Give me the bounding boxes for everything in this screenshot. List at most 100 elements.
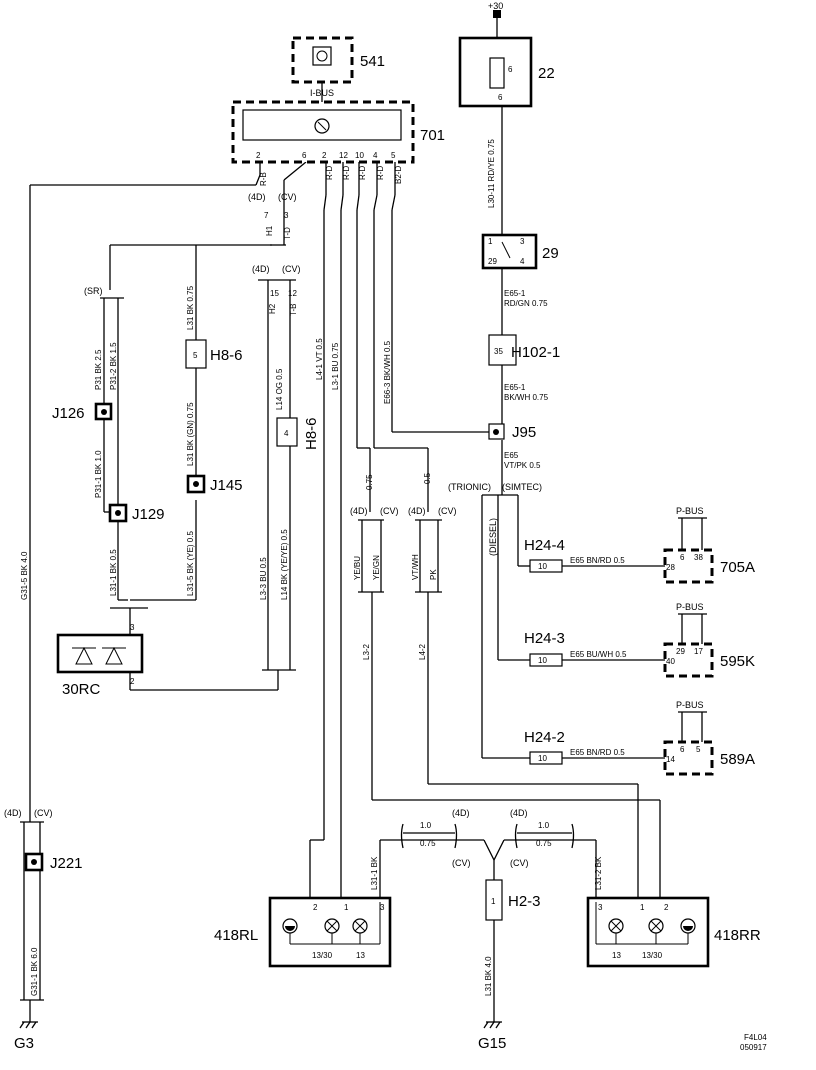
pin-705a-6: 6 (680, 553, 685, 562)
label-4d-right-g15: (4D) (510, 808, 528, 818)
label-h2-3: H2-3 (508, 893, 541, 910)
label-cv-mid: (CV) (282, 264, 301, 274)
label-cv-left-g15: (CV) (452, 858, 471, 868)
connector-h8-6-right (276, 417, 298, 447)
wire-05-a: 0.5 (423, 472, 432, 484)
wire-l31-bk-gn: L31 BK (GN) 0.75 (186, 402, 195, 466)
module-595k (663, 642, 714, 678)
pin-701-5: 5 (391, 151, 396, 160)
pin-h2-12: 12 (288, 289, 297, 298)
label-4d-g3: (4D) (4, 808, 22, 818)
pin-418rr-3: 3 (598, 903, 603, 912)
label-589a: 589A (720, 751, 755, 768)
ground-symbols (19, 1021, 502, 1029)
pin-418rl-13: 13 (356, 951, 365, 960)
label-h24-4: H24-4 (524, 537, 565, 554)
label-g15: G15 (478, 1035, 506, 1052)
wire-e65-1-a: E65-1 (504, 289, 526, 298)
wire-p31: P31 BK 2.5 (94, 349, 103, 390)
pin-418rr-13: 13 (612, 951, 621, 960)
wire-pk: PK (429, 569, 438, 580)
label-h24-2: H24-2 (524, 729, 565, 746)
label-simtec: (SIMTEC) (502, 482, 542, 492)
label-cv-top: (CV) (278, 192, 297, 202)
pin-h1-3: 3 (284, 211, 289, 220)
label-j126: J126 (52, 405, 85, 422)
label-4d-mid: (4D) (252, 264, 270, 274)
wire-e66-3: E66-3 BK/WH 0.5 (383, 340, 392, 404)
label-701: 701 (420, 127, 445, 144)
pin-418rr-2: 2 (664, 903, 669, 912)
wire-rd1: R-D (325, 166, 334, 180)
wire-l31-g15: L31 BK 4.0 (484, 956, 493, 996)
label-4d-vt: (4D) (408, 506, 426, 516)
connector-h102-1 (488, 334, 517, 366)
module-589a (663, 740, 714, 776)
wire-l14-bk: L14 BK (YE/YE) 0.5 (280, 529, 289, 600)
wire-g31-1: G31-1 BK 6.0 (30, 947, 39, 996)
splice-h2-3 (485, 879, 503, 921)
label-4d-left-g15: (4D) (452, 808, 470, 818)
wire-rb: R-B (259, 172, 268, 186)
label-705a: 705A (720, 559, 755, 576)
pin-29-3: 3 (520, 237, 525, 246)
wire-vtwh: VT/WH (411, 554, 420, 580)
footer-code-2: 050917 (740, 1043, 767, 1052)
pin-595k-29: 29 (676, 647, 685, 656)
wire-e65-bnrd-2: E65 BN/RD 0.5 (570, 748, 625, 757)
pin-418rr-1330: 13/30 (642, 951, 663, 960)
pin-418rl-2: 2 (313, 903, 318, 912)
wires (20, 10, 707, 1022)
label-j145: J145 (210, 477, 243, 494)
pin-418rl-3: 3 (380, 903, 385, 912)
wire-td: T-D (283, 227, 292, 240)
switch-30rc (56, 633, 144, 674)
wire-size-075-left: 0.75 (420, 839, 436, 848)
label-diesel: (DIESEL) (488, 518, 498, 556)
connector-h8-6-left (185, 339, 207, 369)
wire-e65-1-c: E65-1 (504, 383, 526, 392)
wire-l3-2: L3-2 (362, 643, 371, 660)
pin-595k-17: 17 (694, 647, 703, 656)
label-30rc: 30RC (62, 681, 101, 698)
pin-h1-7: 7 (264, 211, 269, 220)
label-h102-1: H102-1 (511, 344, 560, 361)
wire-l4-1: L4-1 VT 0.5 (315, 338, 324, 380)
pin-705a-38: 38 (694, 553, 703, 562)
connector-h24-2 (529, 751, 563, 765)
wire-l31-bk: L31 BK 0.75 (186, 285, 195, 330)
wire-075-a: 0.75 (365, 474, 374, 490)
pin-589a-5: 5 (696, 745, 701, 754)
pin-701-2: 2 (256, 151, 261, 160)
wire-e65-b: VT/PK 0.5 (504, 461, 541, 470)
footer-code-1: F4L04 (744, 1033, 767, 1042)
module-705a (663, 548, 714, 584)
wire-e65-1-d: BK/WH 0.75 (504, 393, 549, 402)
wire-yegn: YE/GN (372, 555, 381, 580)
splice-j95-dot (493, 429, 499, 435)
splice-j129-dot (115, 510, 121, 516)
wire-b2d: B2-D (394, 166, 403, 184)
label-h8-6-left: H8-6 (210, 347, 243, 364)
label-29: 29 (542, 245, 559, 262)
wire-e65-1-b: RD/GN 0.75 (504, 299, 548, 308)
wire-rd4: R-D (376, 166, 385, 180)
pin-h8-6-5: 5 (193, 351, 198, 360)
pin-22-6b: 6 (498, 93, 503, 102)
wire-e65-buwh: E65 BU/WH 0.5 (570, 650, 627, 659)
wire-l31-5: L31-5 BK (YE) 0.5 (186, 531, 195, 596)
wire-h1: H1 (265, 225, 274, 236)
label-pbus-595k: P-BUS (676, 602, 704, 612)
splice-j126-dot (101, 409, 107, 415)
pin-418rl-1: 1 (344, 903, 349, 912)
pin-numbers: 2 2 12 10 4 5 6 6 6 1 3 29 4 35 7 3 15 1… (130, 65, 703, 960)
label-j129: J129 (132, 506, 165, 523)
label-pbus-705a: P-BUS (676, 506, 704, 516)
connector-h24-3 (529, 653, 563, 667)
pin-30rc-3: 3 (130, 623, 135, 632)
wire-l31-2-bk: L31-2 BK (594, 856, 603, 890)
pin-h24-3: 10 (538, 656, 547, 665)
label-pbus-589a: P-BUS (676, 700, 704, 710)
label-h8-6-right: H8-6 (303, 417, 320, 450)
